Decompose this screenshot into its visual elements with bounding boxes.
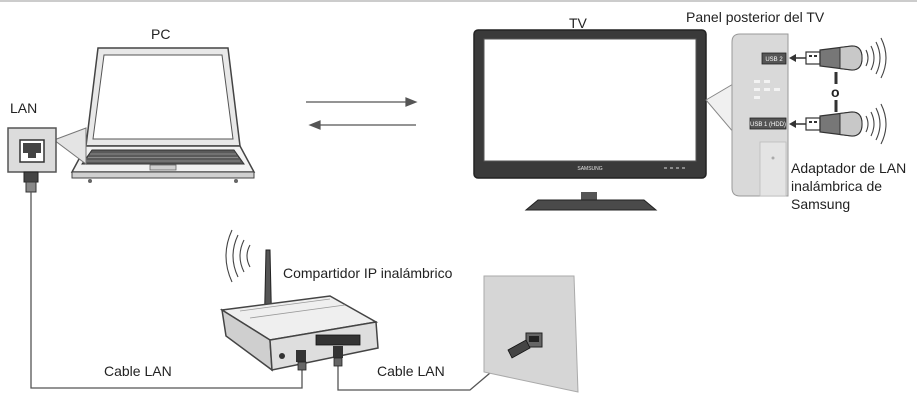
lan-label: LAN [10,100,38,116]
wireless-adapter-label-line1: Adaptador de LAN [791,160,907,176]
wall-lan-socket [483,275,579,393]
wireless-adapter-label-line2: inalámbrica de [791,178,883,194]
laptop-illustration [70,47,256,183]
tv-rear-panel: USB 2 USB 1 (HDD) [705,33,789,197]
wireless-ip-sharer-label: Compartidor IP inalámbrico [283,265,453,281]
wireless-adapter-label: Adaptador de LAN inalámbrica de Samsung [791,159,906,213]
wireless-adapter-label-line3: Samsung [791,196,851,212]
cable-lan-right-label: Cable LAN [377,363,445,379]
usb1-port-label: USB 1 (HDD) [750,122,786,128]
tv-brand-logo: SAMSUNG [577,166,602,172]
router-wireless-waves [225,229,251,283]
data-flow-arrows [306,97,418,130]
tv-rear-panel-label: Panel posterior del TV [686,9,825,25]
lan-port-callout [7,127,87,193]
or-label: o [831,84,840,100]
pc-label: PC [151,26,171,42]
tv-illustration: SAMSUNG [473,29,707,211]
cable-lan-left [30,192,303,389]
cable-lan-left-label: Cable LAN [104,363,172,379]
usb2-port-label: USB 2 [765,57,783,63]
usb-adapter-bottom [789,103,887,145]
usb-adapter-top [789,37,887,79]
router-illustration [219,229,379,372]
tv-label: TV [569,15,587,31]
